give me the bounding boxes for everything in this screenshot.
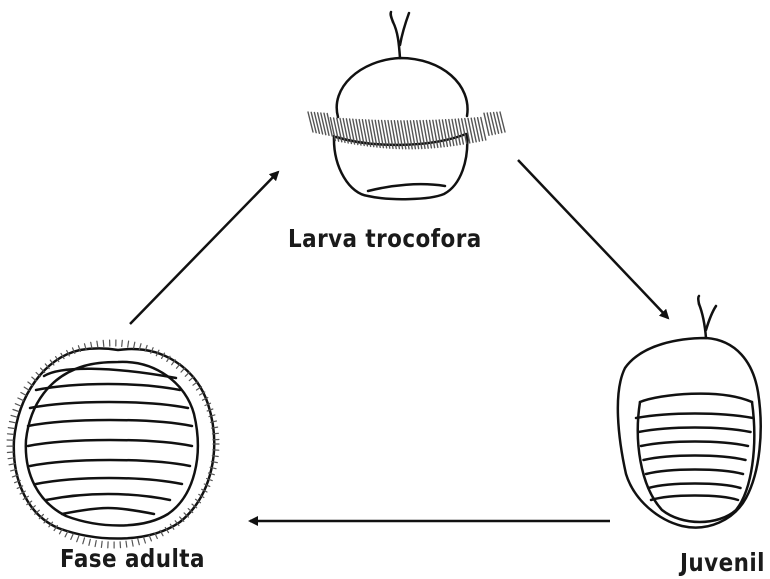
shell-plate bbox=[36, 478, 182, 484]
shell-plate bbox=[46, 494, 170, 500]
fase-adulta-illustration bbox=[7, 340, 219, 548]
shell-plate bbox=[36, 384, 180, 390]
label-juvenil: Juvenil bbox=[680, 548, 765, 577]
shell-plate bbox=[30, 460, 190, 466]
shell-segment bbox=[641, 442, 748, 447]
shell-segment bbox=[644, 456, 746, 461]
arrow-larva-to-juvenil bbox=[518, 160, 668, 318]
shell-segments bbox=[636, 414, 753, 501]
shell-plate bbox=[28, 440, 192, 446]
shell-plate bbox=[28, 420, 192, 426]
shell-segment bbox=[646, 470, 743, 475]
larva-trocofora-illustration bbox=[308, 12, 505, 199]
shell-plate bbox=[30, 402, 188, 408]
shell-plate bbox=[62, 508, 154, 514]
shell-segment bbox=[649, 484, 741, 489]
shell-plates bbox=[28, 369, 192, 514]
label-fase-adulta: Fase adulta bbox=[60, 544, 205, 573]
arrow-adult-to-larva bbox=[130, 172, 278, 324]
juvenil-illustration bbox=[618, 296, 761, 528]
label-larva-trocofora: Larva trocofora bbox=[288, 224, 482, 253]
shell-segment bbox=[639, 428, 751, 433]
shell-segment bbox=[651, 496, 738, 501]
shell-segment bbox=[636, 414, 753, 419]
